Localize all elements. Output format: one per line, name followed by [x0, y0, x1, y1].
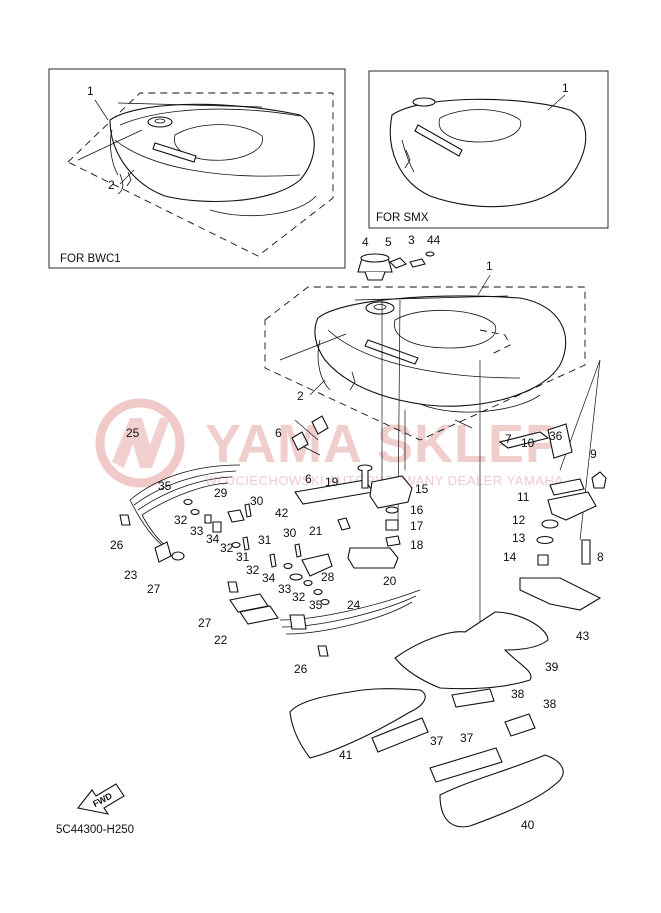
mat-39 — [394, 611, 549, 690]
pad-37a — [371, 717, 429, 753]
inset-label-bwc1: FOR BWC1 — [60, 253, 121, 265]
callout: 31 — [258, 533, 272, 547]
callout: 38 — [511, 687, 525, 701]
callout: 37 — [460, 731, 474, 745]
callout: 4 — [362, 235, 369, 249]
part-18 — [385, 535, 401, 547]
callout: 41 — [339, 748, 353, 762]
callout: 32 — [220, 541, 234, 555]
fwd-arrow-icon: FWD — [77, 783, 125, 815]
inset-box-smx — [368, 70, 609, 229]
callout: 10 — [521, 436, 535, 450]
callout: 1 — [562, 81, 569, 95]
callout: 13 — [512, 531, 526, 545]
callout: 25 — [126, 426, 140, 440]
callout: 39 — [545, 660, 559, 674]
callout: 6 — [305, 472, 312, 486]
callout: 27 — [198, 616, 212, 630]
callout: 44 — [427, 233, 441, 247]
pad-38b — [504, 713, 536, 737]
hardware-cluster — [183, 498, 333, 606]
inset-label-smx: FOR SMX — [376, 212, 429, 224]
side-cover-41 — [289, 688, 426, 759]
callout: 42 — [275, 506, 289, 520]
callout: 37 — [430, 734, 444, 748]
inset-box-bwc1 — [48, 68, 346, 269]
callout: 12 — [512, 513, 526, 527]
inset-tank-smx — [389, 97, 587, 208]
callout: 1 — [87, 84, 94, 98]
callout: 17 — [410, 519, 424, 533]
diagram-code: 5C44300-H250 — [56, 824, 134, 836]
callout: 34 — [206, 532, 220, 546]
callout: 31 — [236, 550, 250, 564]
fuel-cap-group — [357, 251, 435, 281]
callout: 23 — [124, 568, 138, 582]
callout: 3 — [408, 233, 415, 247]
bolt-19 — [357, 464, 373, 489]
callout: 21 — [309, 524, 323, 538]
bracket-15 — [369, 475, 413, 509]
callout: 15 — [415, 482, 429, 496]
callout-labels: 1 2 1 4 5 3 44 1 2 6 6 7 25 19 15 10 36 … — [87, 81, 604, 832]
bracket-20 — [347, 547, 399, 569]
callout: 7 — [505, 432, 512, 446]
callout: 11 — [517, 490, 530, 504]
callout: 14 — [503, 550, 517, 564]
callout: 26 — [294, 662, 308, 676]
watermark-brand: YAMA SKLEP — [205, 414, 562, 474]
inset-tank-bwc1 — [67, 92, 334, 257]
callout: 43 — [576, 629, 590, 643]
callout: 9 — [590, 447, 597, 461]
callout: 22 — [214, 633, 228, 647]
callout: 29 — [214, 486, 228, 500]
callout: 30 — [250, 494, 264, 508]
callout: 40 — [521, 818, 535, 832]
part-7 — [498, 431, 550, 449]
pads-6 — [291, 415, 329, 451]
callout: 16 — [410, 503, 424, 517]
callout: 33 — [278, 582, 292, 596]
pad-37b — [429, 747, 503, 783]
callout: 34 — [262, 571, 276, 585]
callout: 24 — [347, 598, 361, 612]
part-17 — [385, 519, 399, 531]
callout: 2 — [108, 178, 115, 192]
callout: 2 — [297, 389, 304, 403]
callout: 20 — [383, 574, 397, 588]
callout: 32 — [292, 590, 306, 604]
callout: 6 — [275, 426, 282, 440]
callout: 18 — [410, 538, 424, 552]
side-cover-40 — [439, 754, 564, 828]
callout: 32 — [174, 513, 188, 527]
pad-38a — [451, 688, 495, 708]
right-side-parts — [519, 471, 607, 611]
main-fuel-tank — [264, 286, 586, 441]
callout: 5 — [385, 235, 392, 249]
callout: 32 — [246, 563, 260, 577]
callout: 35 — [158, 479, 172, 493]
callout: 8 — [597, 550, 604, 564]
callout: 27 — [147, 582, 161, 596]
callout: 30 — [283, 526, 297, 540]
callout: 28 — [321, 570, 335, 584]
left-brackets — [119, 514, 329, 657]
callout: 36 — [549, 429, 563, 443]
callout: 19 — [325, 475, 339, 489]
callout: 1 — [486, 259, 493, 273]
callout: 26 — [110, 538, 124, 552]
callout: 38 — [543, 697, 557, 711]
part-36 — [547, 423, 573, 459]
part-16 — [385, 506, 399, 514]
bolt-21 — [337, 517, 351, 531]
callout: 33 — [190, 524, 204, 538]
callout: 35 — [309, 598, 323, 612]
